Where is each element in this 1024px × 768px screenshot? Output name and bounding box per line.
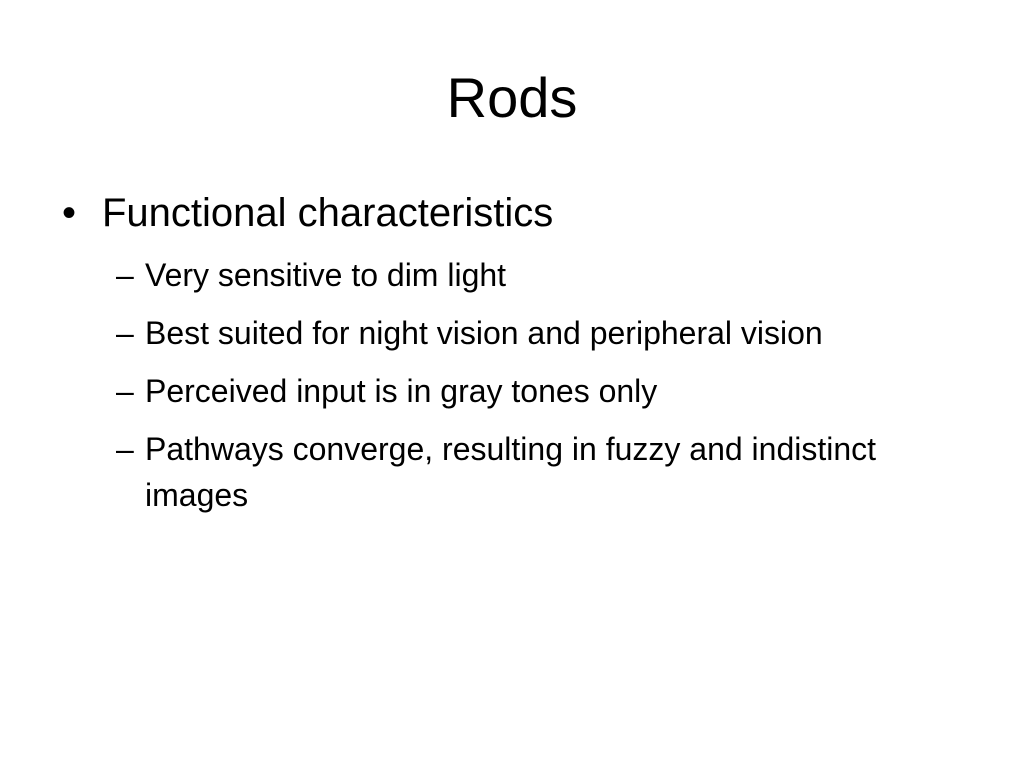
sub-bullet-item: – Pathways converge, resulting in fuzzy … (116, 426, 916, 518)
sub-bullet-marker: – (116, 257, 134, 293)
sub-bullet-text: Very sensitive to dim light (145, 257, 507, 293)
sub-bullet-text: Perceived input is in gray tones only (145, 373, 658, 409)
sub-bullet-text: Pathways converge, resulting in fuzzy an… (145, 431, 877, 513)
sub-bullet-list: – Very sensitive to dim light – Best sui… (116, 252, 916, 530)
sub-bullet-marker: – (116, 373, 134, 409)
sub-bullet-item: – Very sensitive to dim light (116, 252, 916, 298)
sub-bullet-text: Best suited for night vision and periphe… (145, 315, 823, 351)
sub-bullet-marker: – (116, 315, 134, 351)
bullet-item: • Functional characteristics (62, 188, 962, 238)
sub-bullet-marker: – (116, 431, 134, 467)
bullet-text: Functional characteristics (102, 191, 554, 235)
sub-bullet-item: – Perceived input is in gray tones only (116, 368, 916, 414)
sub-bullet-item: – Best suited for night vision and perip… (116, 310, 916, 356)
slide-title: Rods (446, 66, 578, 129)
bullet-marker: • (62, 191, 77, 235)
